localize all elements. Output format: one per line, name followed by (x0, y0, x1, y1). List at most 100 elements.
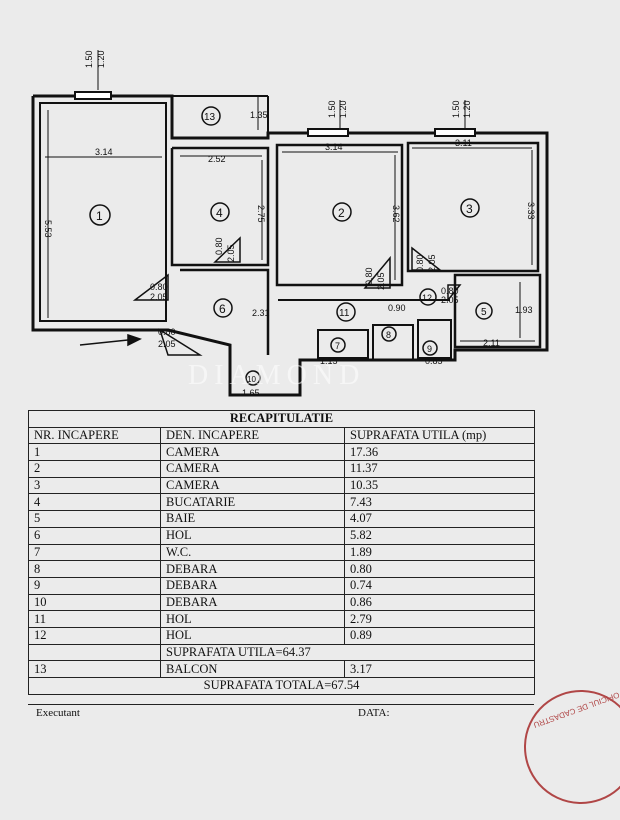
row-nr: 12 (28, 626, 161, 645)
room-number-3: 3 (466, 202, 473, 216)
row-area: 0.86 (343, 593, 536, 612)
dim-r5-w: 2.11 (483, 338, 500, 348)
room-number-1: 1 (96, 209, 103, 223)
dimension-lines (45, 50, 535, 342)
room-number-6: 6 (219, 302, 226, 316)
dim-r1-w: 3.14 (95, 147, 113, 157)
dim-r6-h: 2.31 (252, 308, 270, 318)
room-number-8: 8 (386, 330, 391, 340)
row-name: DEBARA (160, 593, 345, 612)
door-dim-7: 0.80 (364, 267, 374, 285)
walls (31, 94, 549, 397)
dim-top-1: 1.50 (84, 50, 94, 68)
dim-r1-h: 5.53 (43, 220, 53, 238)
room-number-4: 4 (216, 206, 223, 220)
header-den: DEN. INCAPERE (160, 426, 345, 445)
row-area: 0.80 (343, 560, 536, 578)
dim-top-5: 1.20 (338, 100, 348, 118)
row-nr: 7 (28, 543, 161, 562)
recap-title: RECAPITULATIE (27, 410, 536, 428)
row-name: HOL (160, 610, 345, 628)
room-number-12: 12 (422, 293, 432, 303)
dimension-labels: 3.14 5.53 2.52 2.75 3.14 3.62 3.11 3.33 … (43, 50, 536, 398)
dim-r4-h: 2.75 (256, 205, 266, 223)
row-name: DEBARA (160, 560, 345, 578)
row-area: 5.82 (343, 526, 536, 545)
row-nr: 11 (28, 610, 161, 628)
door-dim-5: 0.80 (214, 237, 224, 255)
dim-r2-w: 3.14 (325, 142, 343, 152)
room-number-11: 11 (339, 308, 350, 319)
dim-r9-w: 0.85 (425, 356, 443, 366)
dim-top-4: 1.50 (327, 100, 337, 118)
balcon-nr: 13 (28, 660, 161, 678)
row-name: W.C. (160, 543, 345, 562)
door-dim-4: 2.05 (158, 339, 176, 349)
row-name: HOL (160, 626, 345, 645)
row-name: BAIE (160, 510, 345, 528)
entrance-arrow-icon (79, 333, 142, 347)
dim-r7-w: 1.15 (320, 356, 338, 366)
room-numbers: 1 2 3 4 5 6 7 8 9 10 11 12 13 (96, 112, 487, 384)
row-name: CAMERA (160, 443, 345, 462)
floor-plan: 3.14 5.53 2.52 2.75 3.14 3.62 3.11 3.33 … (31, 50, 549, 398)
signature-footer: Executant DATA: (28, 704, 534, 721)
door-dim-10: 2.05 (427, 254, 437, 272)
door-dim-3: 0.80 (158, 327, 176, 337)
header-suprafata: SUPRAFATA UTILA (mp) (343, 426, 536, 445)
room-number-5: 5 (481, 307, 487, 318)
total-row: SUPRAFATA TOTALA=67.54 (27, 677, 536, 695)
subtotal-row: SUPRAFATA UTILA=64.37 (28, 643, 536, 662)
door-dim-8: 2.05 (376, 272, 386, 290)
row-nr: 4 (28, 493, 161, 512)
door-swings (132, 236, 462, 356)
dim-r14-w: 1.65 (242, 388, 260, 398)
balcon-area: 3.17 (343, 660, 536, 678)
data-label: DATA: (358, 707, 390, 719)
row-name: CAMERA (160, 460, 345, 478)
row-area: 4.07 (343, 510, 536, 528)
table-header-row: NR. INCAPERE DEN. INCAPERE SUPRAFATA UTI… (28, 426, 536, 445)
dim-r3-w: 3.11 (455, 138, 472, 148)
header-nr: NR. INCAPERE (28, 426, 161, 445)
row-nr: 5 (28, 510, 161, 528)
row-area: 10.35 (343, 476, 536, 495)
row-area: 11.37 (343, 460, 536, 478)
door-dim-6: 2.05 (226, 244, 236, 262)
dim-top-2: 1.20 (96, 50, 106, 68)
dim-r5-h: 1.93 (515, 305, 533, 315)
dim-r2-h: 3.62 (391, 205, 401, 223)
total-text: SUPRAFATA TOTALA=67.54 (27, 677, 536, 695)
watermark: DIAMOND (188, 360, 366, 391)
executant-label: Executant (36, 707, 80, 719)
row-area: 1.89 (343, 543, 536, 562)
row-nr: 9 (28, 576, 161, 595)
recap-table: RECAPITULATIE NR. INCAPERE DEN. INCAPERE… (27, 410, 536, 695)
row-nr: 8 (28, 560, 161, 578)
dim-r12-w: 0.90 (388, 303, 406, 313)
row-area: 0.89 (343, 626, 536, 645)
room-number-circles (89, 106, 493, 386)
row-nr: 10 (28, 593, 161, 612)
dim-r4-w: 2.52 (208, 154, 226, 164)
door-dim-2: 2.05 (150, 292, 168, 302)
dim-top-3: 1.35 (250, 110, 268, 120)
row-name: CAMERA (160, 476, 345, 495)
row-area: 17.36 (343, 443, 536, 462)
dim-r3-h: 3.33 (526, 202, 536, 220)
door-dim-1: 0.80 (150, 282, 168, 292)
row-name: DEBARA (160, 576, 345, 595)
row-nr: 2 (28, 460, 161, 478)
subtotal-text: SUPRAFATA UTILA=64.37 (159, 643, 536, 662)
